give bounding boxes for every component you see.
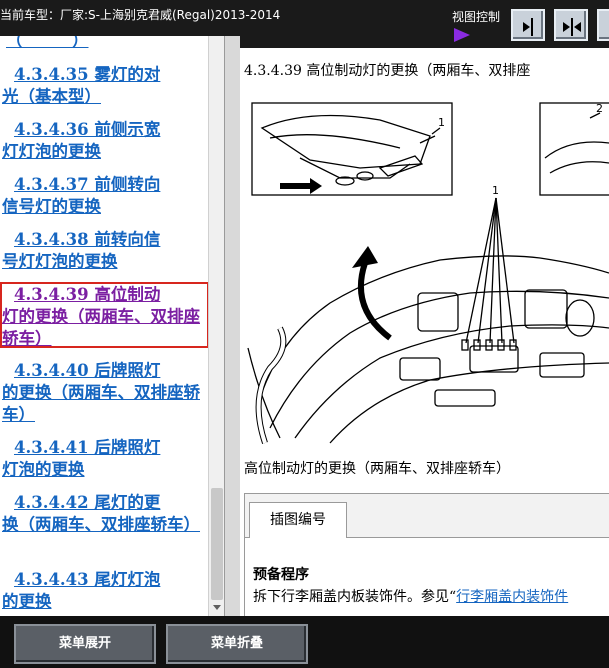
nav-item-4-3-4-40[interactable]: 4.3.4.40 后牌照灯的更换（两厢车、双排座轿车）: [2, 361, 200, 424]
bottom-bar: 菜单展开 菜单折叠: [0, 616, 609, 668]
pane-divider[interactable]: [224, 36, 240, 616]
callout-2: 2: [596, 102, 603, 115]
menu-collapse-button[interactable]: 菜单折叠: [166, 624, 308, 664]
view-expand-right-button[interactable]: [511, 9, 545, 41]
panel-right-icon: [523, 18, 533, 36]
nav-item-4-3-4-39[interactable]: 4.3.4.39 高位制动灯的更换（两厢车、双排座轿车）: [2, 285, 200, 348]
nav-item-4-3-4-37[interactable]: 4.3.4.37 前侧转向信号灯的更换: [2, 175, 161, 216]
view-expand-left-button[interactable]: [597, 9, 609, 41]
nav-panel: （ ） 4.3.4.35 雾灯的对光（基本型） 4.3.4.36 前侧示宽灯灯泡…: [0, 36, 224, 616]
nav-item-4-3-4-36[interactable]: 4.3.4.36 前侧示宽灯灯泡的更换: [2, 120, 161, 161]
nav-item-4-3-4-35[interactable]: 4.3.4.35 雾灯的对光（基本型）: [2, 65, 161, 106]
view-split-button[interactable]: [554, 9, 588, 41]
view-control-label: 视图控制: [452, 10, 501, 24]
page-title: 4.3.4.39 高位制动灯的更换（两厢车、双排座: [244, 63, 531, 79]
nav-item-4-3-4-41[interactable]: 4.3.4.41 后牌照灯灯泡的更换: [2, 438, 161, 479]
high-brake-lamp-illustration: 1 1 2: [247, 102, 609, 444]
callout-1-inset: 1: [438, 116, 445, 129]
panel-split-icon: [563, 18, 581, 36]
tab-figure-number[interactable]: 插图编号: [249, 502, 347, 538]
panel-left-icon: [604, 16, 609, 38]
trunk-trim-link[interactable]: 行李厢盖内装饰件: [456, 589, 569, 605]
vehicle-label: 当前车型：厂家:S-上海别克君威(Regal)2013-2014: [0, 8, 281, 22]
prep-title: 预备程序: [253, 567, 309, 583]
menu-expand-button[interactable]: 菜单展开: [14, 624, 156, 664]
scroll-down-icon[interactable]: [213, 605, 221, 610]
info-tab-box: 插图编号 预备程序 拆下行李厢盖内板装饰件。参见“行李厢盖内装饰件: [244, 493, 609, 616]
nav-item-clipped[interactable]: （ ）: [6, 36, 89, 50]
figure-caption: 高位制动灯的更换（两厢车、双排座轿车）: [244, 461, 510, 477]
view-pointer-icon: [454, 28, 470, 42]
nav-item-4-3-4-42[interactable]: 4.3.4.42 尾灯的更换（两厢车、双排座轿车）: [2, 493, 200, 534]
nav-item-4-3-4-38[interactable]: 4.3.4.38 前转向信号灯灯泡的更换: [2, 230, 161, 271]
nav-item-4-3-4-43[interactable]: 4.3.4.43 尾灯灯泡的更换: [2, 570, 161, 611]
nav-scrollbar[interactable]: [208, 36, 224, 616]
content-pane: 4.3.4.39 高位制动灯的更换（两厢车、双排座: [240, 48, 609, 616]
callout-1: 1: [492, 184, 499, 197]
tab-bar: 插图编号: [245, 494, 609, 538]
prep-text: 拆下行李厢盖内板装饰件。参见“行李厢盖内装饰件: [253, 589, 569, 605]
nav-scroll-thumb[interactable]: [211, 488, 223, 600]
